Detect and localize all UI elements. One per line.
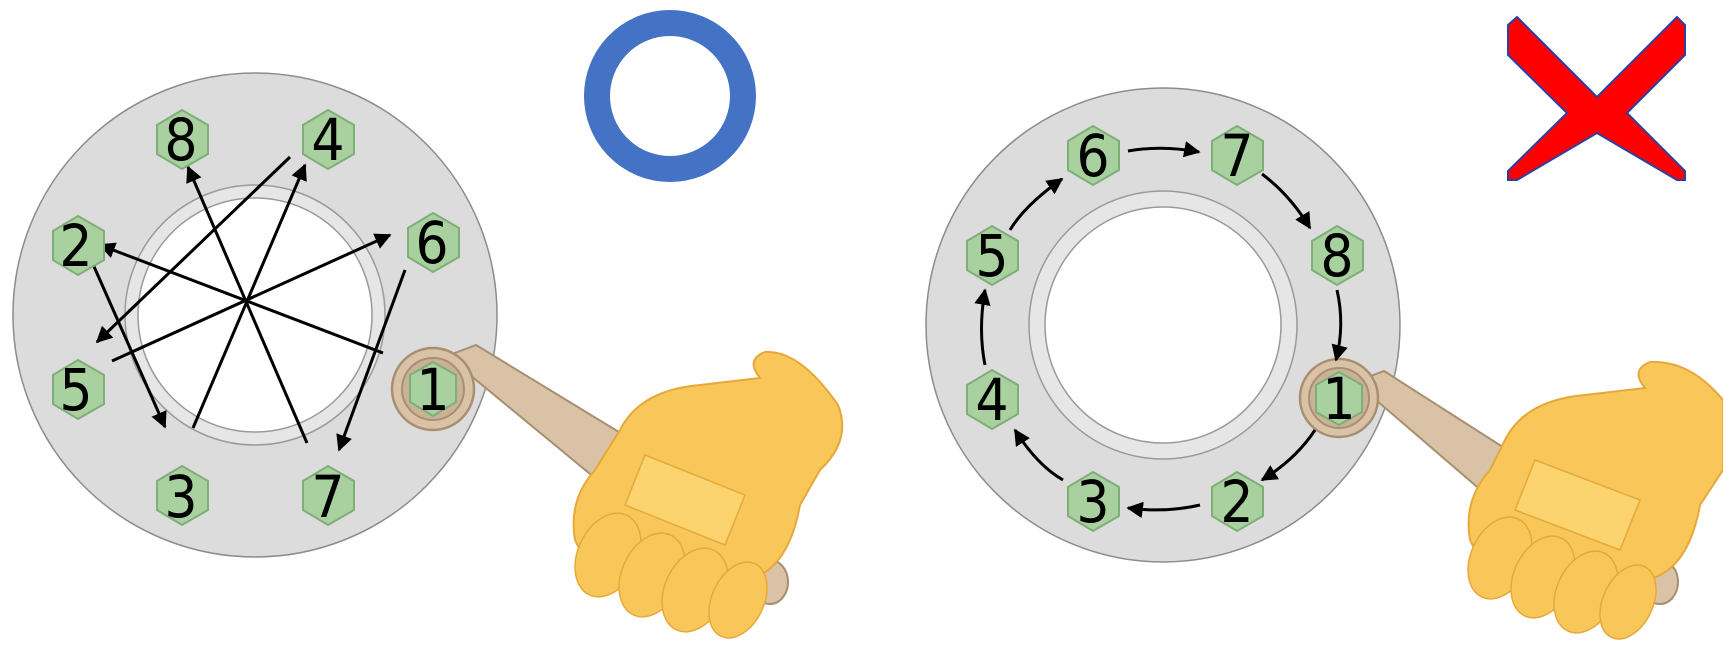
bolt-number: 2 <box>59 212 92 280</box>
bolt-number: 5 <box>975 222 1008 290</box>
circle-mark-icon <box>584 10 756 182</box>
arrow-4-to-5 <box>95 155 292 344</box>
arrow-2-to-3 <box>1126 501 1201 519</box>
bolt: 3 <box>156 463 209 531</box>
bolt: 7 <box>1211 122 1264 190</box>
arrow-7-to-8 <box>186 165 309 444</box>
bolt: 2 <box>52 212 105 280</box>
bolt-number: 1 <box>416 356 449 424</box>
arrow-5-to-6 <box>1008 177 1064 231</box>
bolt: 8 <box>156 106 209 174</box>
hand-icon <box>572 350 844 639</box>
flange-bore <box>137 197 373 433</box>
bolt-number: 8 <box>1320 222 1353 290</box>
arrow-3-to-4 <box>1013 428 1064 482</box>
bolt-number: 1 <box>1322 365 1355 433</box>
bolt: 6 <box>1067 122 1120 190</box>
flange-bore <box>1044 206 1282 444</box>
bolt-number: 8 <box>164 106 197 174</box>
star-sequence-arrows <box>90 155 407 452</box>
bolt-number: 5 <box>59 356 92 424</box>
correct-example-panel: 1 2 3 4 5 6 7 8 <box>12 10 844 639</box>
arrow-6-to-7 <box>1127 141 1201 158</box>
bolt: 4 <box>302 106 355 174</box>
bolt: 6 <box>407 209 460 277</box>
bolt-number: 4 <box>311 106 344 174</box>
arrow-3-to-4 <box>191 163 307 429</box>
arrow-2-to-3 <box>90 261 167 429</box>
bolt: 5 <box>966 222 1019 290</box>
bolt: 2 <box>1211 468 1264 536</box>
bolt: 1 <box>1308 365 1370 433</box>
wrong-example-panel: 1 2 3 4 5 6 7 8 <box>925 15 1723 640</box>
arrow-5-to-6 <box>111 233 392 363</box>
bolt-number: 6 <box>415 209 448 277</box>
bolt: 7 <box>302 463 355 531</box>
arrow-4-to-5 <box>974 288 991 366</box>
bolt: 8 <box>1311 222 1364 290</box>
bolt-number: 7 <box>311 463 344 531</box>
arrow-8-to-1 <box>1331 289 1348 362</box>
bolt: 5 <box>52 356 105 424</box>
bolt: 4 <box>966 366 1019 434</box>
bolt-number: 2 <box>1220 468 1253 536</box>
cross-mark-icon <box>1507 15 1686 181</box>
bolt-number: 3 <box>164 463 197 531</box>
bolt-number: 4 <box>975 366 1008 434</box>
bolt: 3 <box>1067 468 1120 536</box>
arrow-1-to-2 <box>98 242 384 355</box>
bolt: 1 <box>401 356 465 424</box>
bolt-number: 6 <box>1076 122 1109 190</box>
arrow-7-to-8 <box>1261 172 1312 230</box>
bolt-number: 7 <box>1220 122 1253 190</box>
arrow-1-to-2 <box>1260 429 1317 482</box>
hand-icon <box>1467 360 1723 640</box>
circular-sequence-arrows <box>974 141 1348 519</box>
bolt-number: 3 <box>1076 468 1109 536</box>
arrow-6-to-7 <box>336 269 407 452</box>
